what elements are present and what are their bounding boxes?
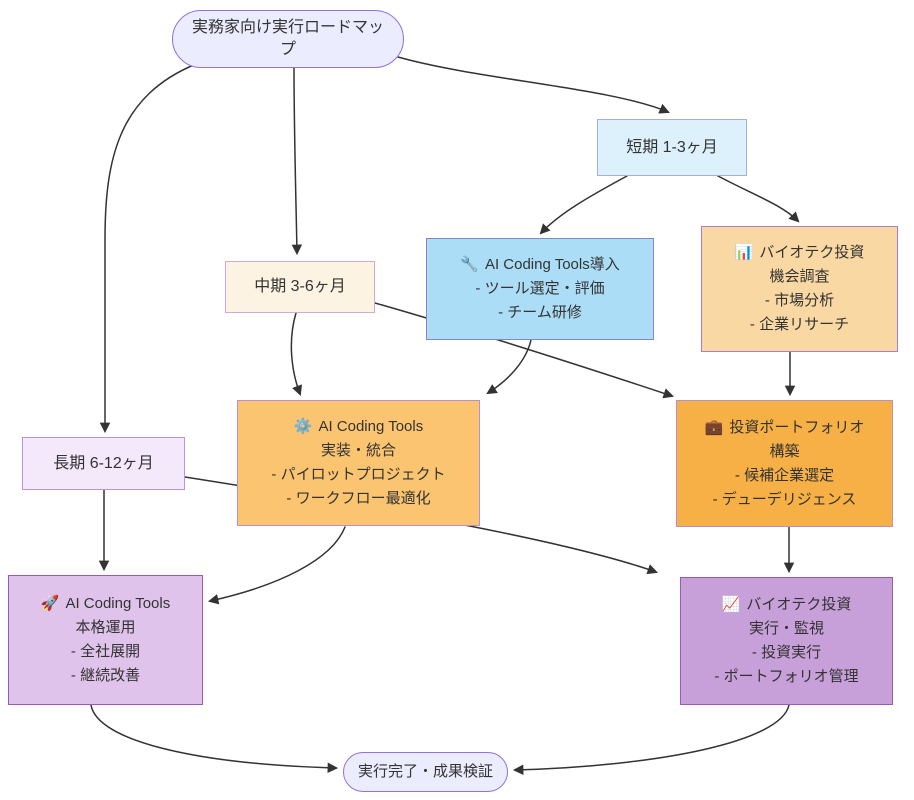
- node-line: - 候補企業選定: [734, 466, 835, 484]
- node-title: バイオテク投資: [746, 596, 852, 613]
- node-line: - デューデリジェンス: [712, 490, 857, 508]
- node-line: 実装・統合: [320, 442, 396, 459]
- edge-adopt-implement: [486, 339, 532, 395]
- node-line: - 継続改善: [70, 667, 141, 684]
- node-title: 投資ポートフォリオ: [729, 418, 865, 436]
- briefcase-icon: 💼: [704, 418, 724, 436]
- edge-start-mid: [291, 67, 303, 256]
- node-title: AI Coding Tools導入: [484, 256, 620, 273]
- node-ai-tools-rollout: 🚀 AI Coding Tools 本格運用 - 全社展開 - 継続改善: [8, 575, 203, 705]
- node-line: - パイロットプロジェクト: [271, 466, 446, 483]
- node-line: - 全社展開: [70, 643, 141, 660]
- node-biotech-research: 📊 バイオテク投資 機会調査 - 市場分析 - 企業リサーチ: [701, 226, 898, 352]
- edge-monitor-finish: [512, 704, 790, 776]
- node-line: 本格運用: [75, 619, 136, 636]
- node-short-term: 短期 1-3ヶ月: [597, 119, 747, 176]
- gear-icon: ⚙️: [293, 418, 313, 435]
- node-line: - ツール選定・評価: [475, 280, 605, 297]
- bar-chart-icon: 📊: [734, 244, 754, 261]
- node-line: - 企業リサーチ: [749, 316, 850, 333]
- node-title: AI Coding Tools: [65, 595, 171, 612]
- node-line: - チーム研修: [498, 304, 582, 321]
- node-roadmap-start: 実務家向け実行ロードマップ: [172, 10, 404, 68]
- node-investment-monitoring: 📈 バイオテク投資 実行・監視 - 投資実行 - ポートフォリオ管理: [680, 577, 893, 705]
- node-label: 短期 1-3ヶ月: [626, 138, 718, 156]
- edge-start-long: [99, 63, 197, 434]
- node-line: 構築: [769, 442, 800, 460]
- node-label: 実行完了・成果検証: [358, 763, 494, 780]
- node-line: - ポートフォリオ管理: [714, 668, 859, 685]
- rocket-icon: 🚀: [40, 595, 60, 612]
- node-portfolio-build: 💼 投資ポートフォリオ 構築 - 候補企業選定 - デューデリジェンス: [676, 400, 893, 527]
- wrench-icon: 🔧: [460, 256, 479, 273]
- edge-deploy-finish: [90, 704, 339, 774]
- node-label: 長期 6-12ヶ月: [53, 454, 154, 472]
- edge-implement-deploy: [207, 526, 346, 605]
- edge-mid-build: [374, 302, 674, 399]
- edge-start-short: [397, 56, 670, 114]
- node-title: AI Coding Tools: [318, 418, 424, 435]
- node-line: 機会調査: [769, 268, 830, 285]
- node-title: バイオテク投資: [759, 244, 865, 261]
- edge-short-adopt: [539, 175, 628, 235]
- node-line: - 市場分析: [764, 292, 835, 309]
- edge-mid-implement: [290, 312, 302, 396]
- node-line: - 投資実行: [751, 644, 822, 661]
- node-mid-term: 中期 3-6ヶ月: [225, 261, 375, 313]
- node-ai-tools-implementation: ⚙️ AI Coding Tools 実装・統合 - パイロットプロジェクト - …: [237, 400, 480, 526]
- chart-increasing-icon: 📈: [721, 596, 741, 613]
- node-label: 中期 3-6ヶ月: [254, 278, 346, 295]
- edge-short-research: [717, 175, 800, 223]
- node-long-term: 長期 6-12ヶ月: [22, 437, 185, 490]
- node-completion: 実行完了・成果検証: [343, 752, 508, 792]
- node-label: 実務家向け実行ロードマップ: [191, 19, 384, 58]
- node-line: 実行・監視: [748, 620, 824, 637]
- node-ai-tools-adoption: 🔧 AI Coding Tools導入 - ツール選定・評価 - チーム研修: [426, 238, 654, 340]
- node-line: - ワークフロー最適化: [286, 490, 431, 507]
